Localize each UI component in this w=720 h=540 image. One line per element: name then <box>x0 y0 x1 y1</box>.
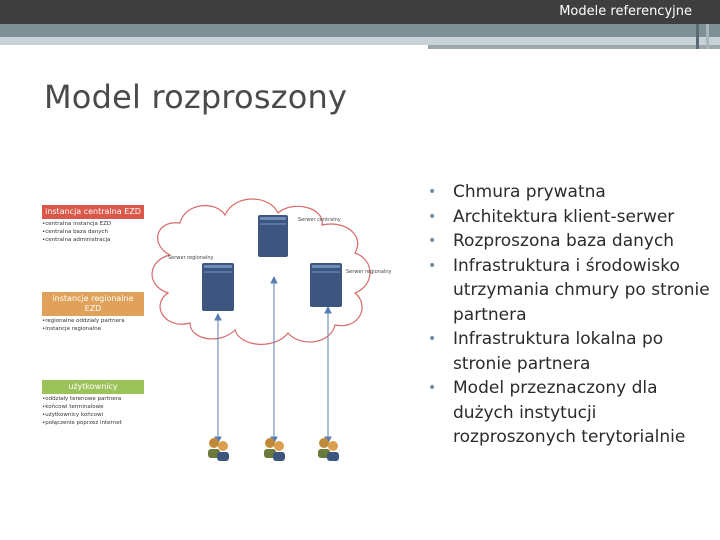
legend-users: użytkownicy •oddziały terenowe partnera … <box>42 380 144 427</box>
header-stripe-light <box>0 37 720 45</box>
legend-heading: instancje regionalne EZD <box>42 292 144 316</box>
bullet-item: •Model przeznaczony dla dużych instytucj… <box>420 376 710 450</box>
legend-heading: instancja centralna EZD <box>42 205 144 219</box>
server-icon <box>310 263 342 307</box>
bullet-list: •Chmura prywatna •Architektura klient-se… <box>420 180 710 450</box>
users-icon <box>208 438 229 461</box>
top-bar: Modele referencyjne <box>0 0 720 24</box>
legend-item: •centralna baza danych <box>42 228 144 236</box>
bullet-icon: • <box>428 327 436 352</box>
legend-item: •końcowi terminalowe <box>42 403 144 411</box>
legend-items: •centralna instancja EZD •centralna baza… <box>42 219 144 244</box>
server-label: Serwer centralny <box>298 217 341 223</box>
header-title: Modele referencyjne <box>559 3 692 20</box>
server-icon <box>258 215 288 257</box>
legend-items: •regionalne oddziały partnera •instancje… <box>42 316 144 333</box>
bullet-icon: • <box>428 180 436 205</box>
legend-item: •instancje regionalne <box>42 325 144 333</box>
legend-heading: użytkownicy <box>42 380 144 394</box>
header-divider <box>706 24 709 49</box>
bullet-item: •Infrastruktura lokalna po stronie partn… <box>420 327 710 376</box>
legend-central: instancja centralna EZD •centralna insta… <box>42 205 144 244</box>
legend-item: •centralna administracja <box>42 236 144 244</box>
bullet-item: •Chmura prywatna <box>420 180 710 205</box>
legend-item: •oddziały terenowe partnera <box>42 395 144 403</box>
legend-item: •połączenie poprzez internet <box>42 419 144 427</box>
bullet-icon: • <box>428 376 436 401</box>
bullet-icon: • <box>428 205 436 230</box>
server-label: Serwer regionalny <box>346 269 392 275</box>
server-label: Serwer regionalny <box>168 255 214 261</box>
legend-item: •centralna instancja EZD <box>42 220 144 228</box>
bullet-icon: • <box>428 254 436 279</box>
legend-item: •regionalne oddziały partnera <box>42 317 144 325</box>
page-title: Model rozproszony <box>44 78 347 116</box>
header-stripe <box>0 24 720 37</box>
users-icon <box>318 438 339 461</box>
bullet-icon: • <box>428 229 436 254</box>
bullet-item: •Rozproszona baza danych <box>420 229 710 254</box>
bullet-item: •Infrastruktura i środowisko utrzymania … <box>420 254 710 328</box>
distributed-model-diagram: Serwer centralny Serwer regionalny Serwe… <box>30 185 416 475</box>
legend-item: •użytkownicy końcowi <box>42 411 144 419</box>
header-stripe-accent <box>428 45 720 49</box>
header-divider <box>696 24 699 49</box>
server-icon <box>202 263 234 311</box>
users-icon <box>264 438 285 461</box>
legend-items: •oddziały terenowe partnera •końcowi ter… <box>42 394 144 427</box>
bullet-item: •Architektura klient-serwer <box>420 205 710 230</box>
legend-regional: instancje regionalne EZD •regionalne odd… <box>42 292 144 333</box>
